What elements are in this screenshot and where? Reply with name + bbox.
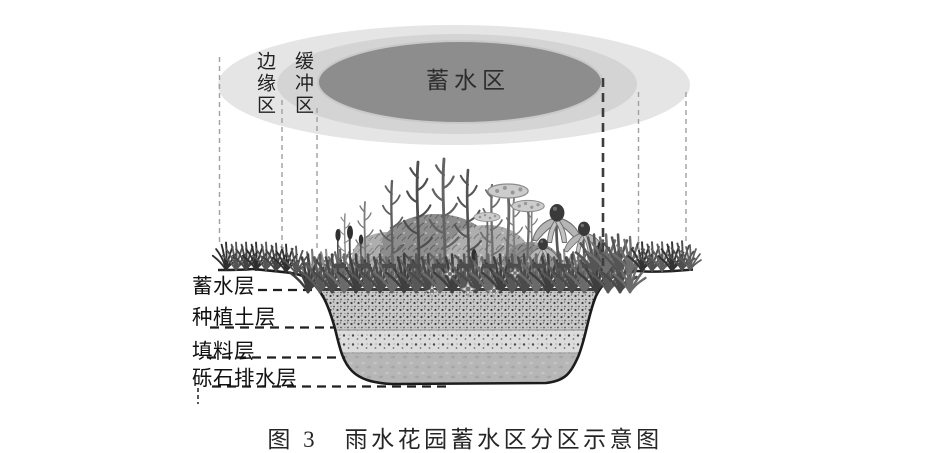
buffer-zone-label: 缓冲区 xyxy=(292,51,313,117)
planting-soil-layer-label: 种植土层 xyxy=(192,307,276,329)
gravel-drain-layer-label: 砾石排水层 xyxy=(192,368,297,390)
edge-zone-label: 边缘区 xyxy=(254,51,275,117)
figure-caption: 图 3 雨水花园蓄水区分区示意图 xyxy=(267,427,663,452)
storage-zone-label: 蓄水区 xyxy=(426,68,510,93)
zone-projection-lines xyxy=(218,57,687,266)
ponding-layer-label: 蓄水层 xyxy=(192,276,255,298)
filler-layer xyxy=(253,330,637,353)
gravel-drain-layer xyxy=(253,353,637,384)
filler-layer-label: 填料层 xyxy=(192,341,255,363)
vegetation xyxy=(211,157,702,298)
ground-line-right xyxy=(636,268,694,273)
plan-view-rings xyxy=(218,25,690,145)
